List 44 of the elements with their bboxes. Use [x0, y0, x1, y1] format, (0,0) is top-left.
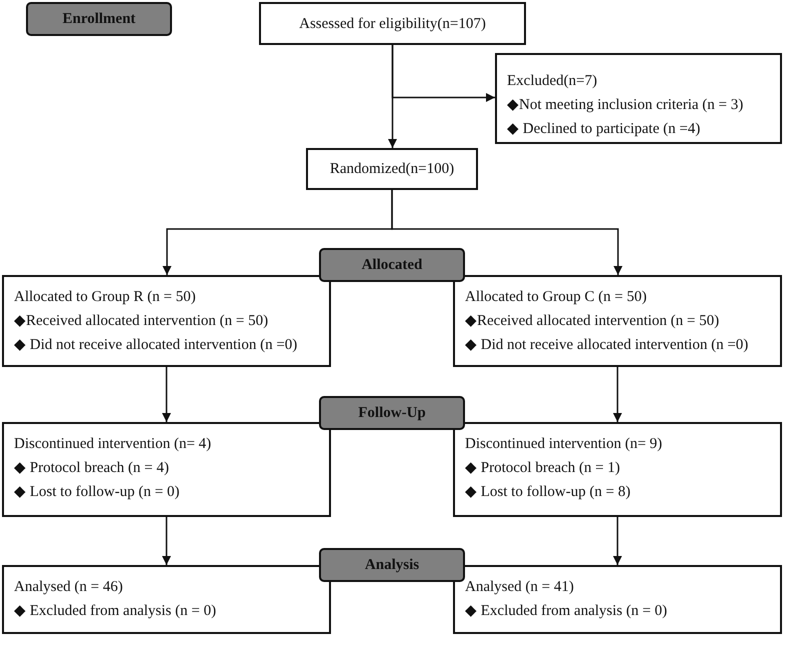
list-item: ◆ Declined to participate (n =4) [507, 120, 702, 139]
list-item: ◆ Did not receive allocated intervention (n =0) [465, 336, 750, 355]
list-item: ◆ Lost to follow-up (n = 8) [465, 483, 632, 502]
process-box [453, 422, 782, 517]
stage-label: Allocated [362, 256, 422, 275]
arrow [391, 190, 622, 275]
arrow [613, 517, 622, 565]
process-box [495, 53, 782, 144]
stage-box [26, 2, 172, 36]
box-heading: Discontinued intervention (n= 4) [14, 435, 212, 454]
box-heading: Analysed (n = 41) [465, 578, 575, 597]
list-item: ◆ Lost to follow-up (n = 0) [14, 483, 180, 502]
arrow [392, 45, 495, 102]
box-heading: Randomized(n=100) [330, 160, 454, 179]
list-item: ◆Not meeting inclusion criteria (n = 3) [507, 96, 744, 115]
process-box [453, 275, 782, 367]
arrow [162, 367, 171, 422]
stage-label: Follow-Up [358, 404, 426, 423]
process-box [2, 275, 331, 367]
stage-box [319, 548, 465, 582]
list-item: ◆ Protocol breach (n = 4) [14, 459, 170, 478]
stage-label: Analysis [364, 556, 420, 575]
box-heading: Allocated to Group R (n = 50) [14, 288, 197, 307]
list-item: ◆ Excluded from analysis (n = 0) [14, 602, 218, 621]
process-box [306, 148, 478, 190]
box-heading: Discontinued intervention (n= 9) [465, 435, 664, 454]
stage-box [319, 248, 465, 282]
process-box [2, 422, 331, 517]
list-item: ◆ Did not receive allocated intervention (n =0) [14, 336, 298, 355]
list-item: ◆ Protocol breach (n = 1) [465, 459, 621, 478]
box-heading: Excluded(n=7) [507, 72, 598, 91]
arrow [162, 517, 171, 565]
arrow [613, 367, 622, 422]
stage-label: Enrollment [62, 10, 136, 29]
stage-box [319, 396, 465, 430]
box-heading: Assessed for eligibility(n=107) [299, 14, 486, 34]
process-box [259, 2, 526, 45]
box-heading: Allocated to Group C (n = 50) [465, 288, 648, 307]
list-item: ◆Received allocated intervention (n = 50) [465, 312, 720, 331]
list-item: ◆Received allocated intervention (n = 50) [14, 312, 270, 331]
box-heading: Analysed (n = 46) [14, 578, 124, 597]
process-box [2, 565, 331, 634]
list-item: ◆ Excluded from analysis (n = 0) [465, 602, 668, 621]
process-box [453, 565, 782, 634]
